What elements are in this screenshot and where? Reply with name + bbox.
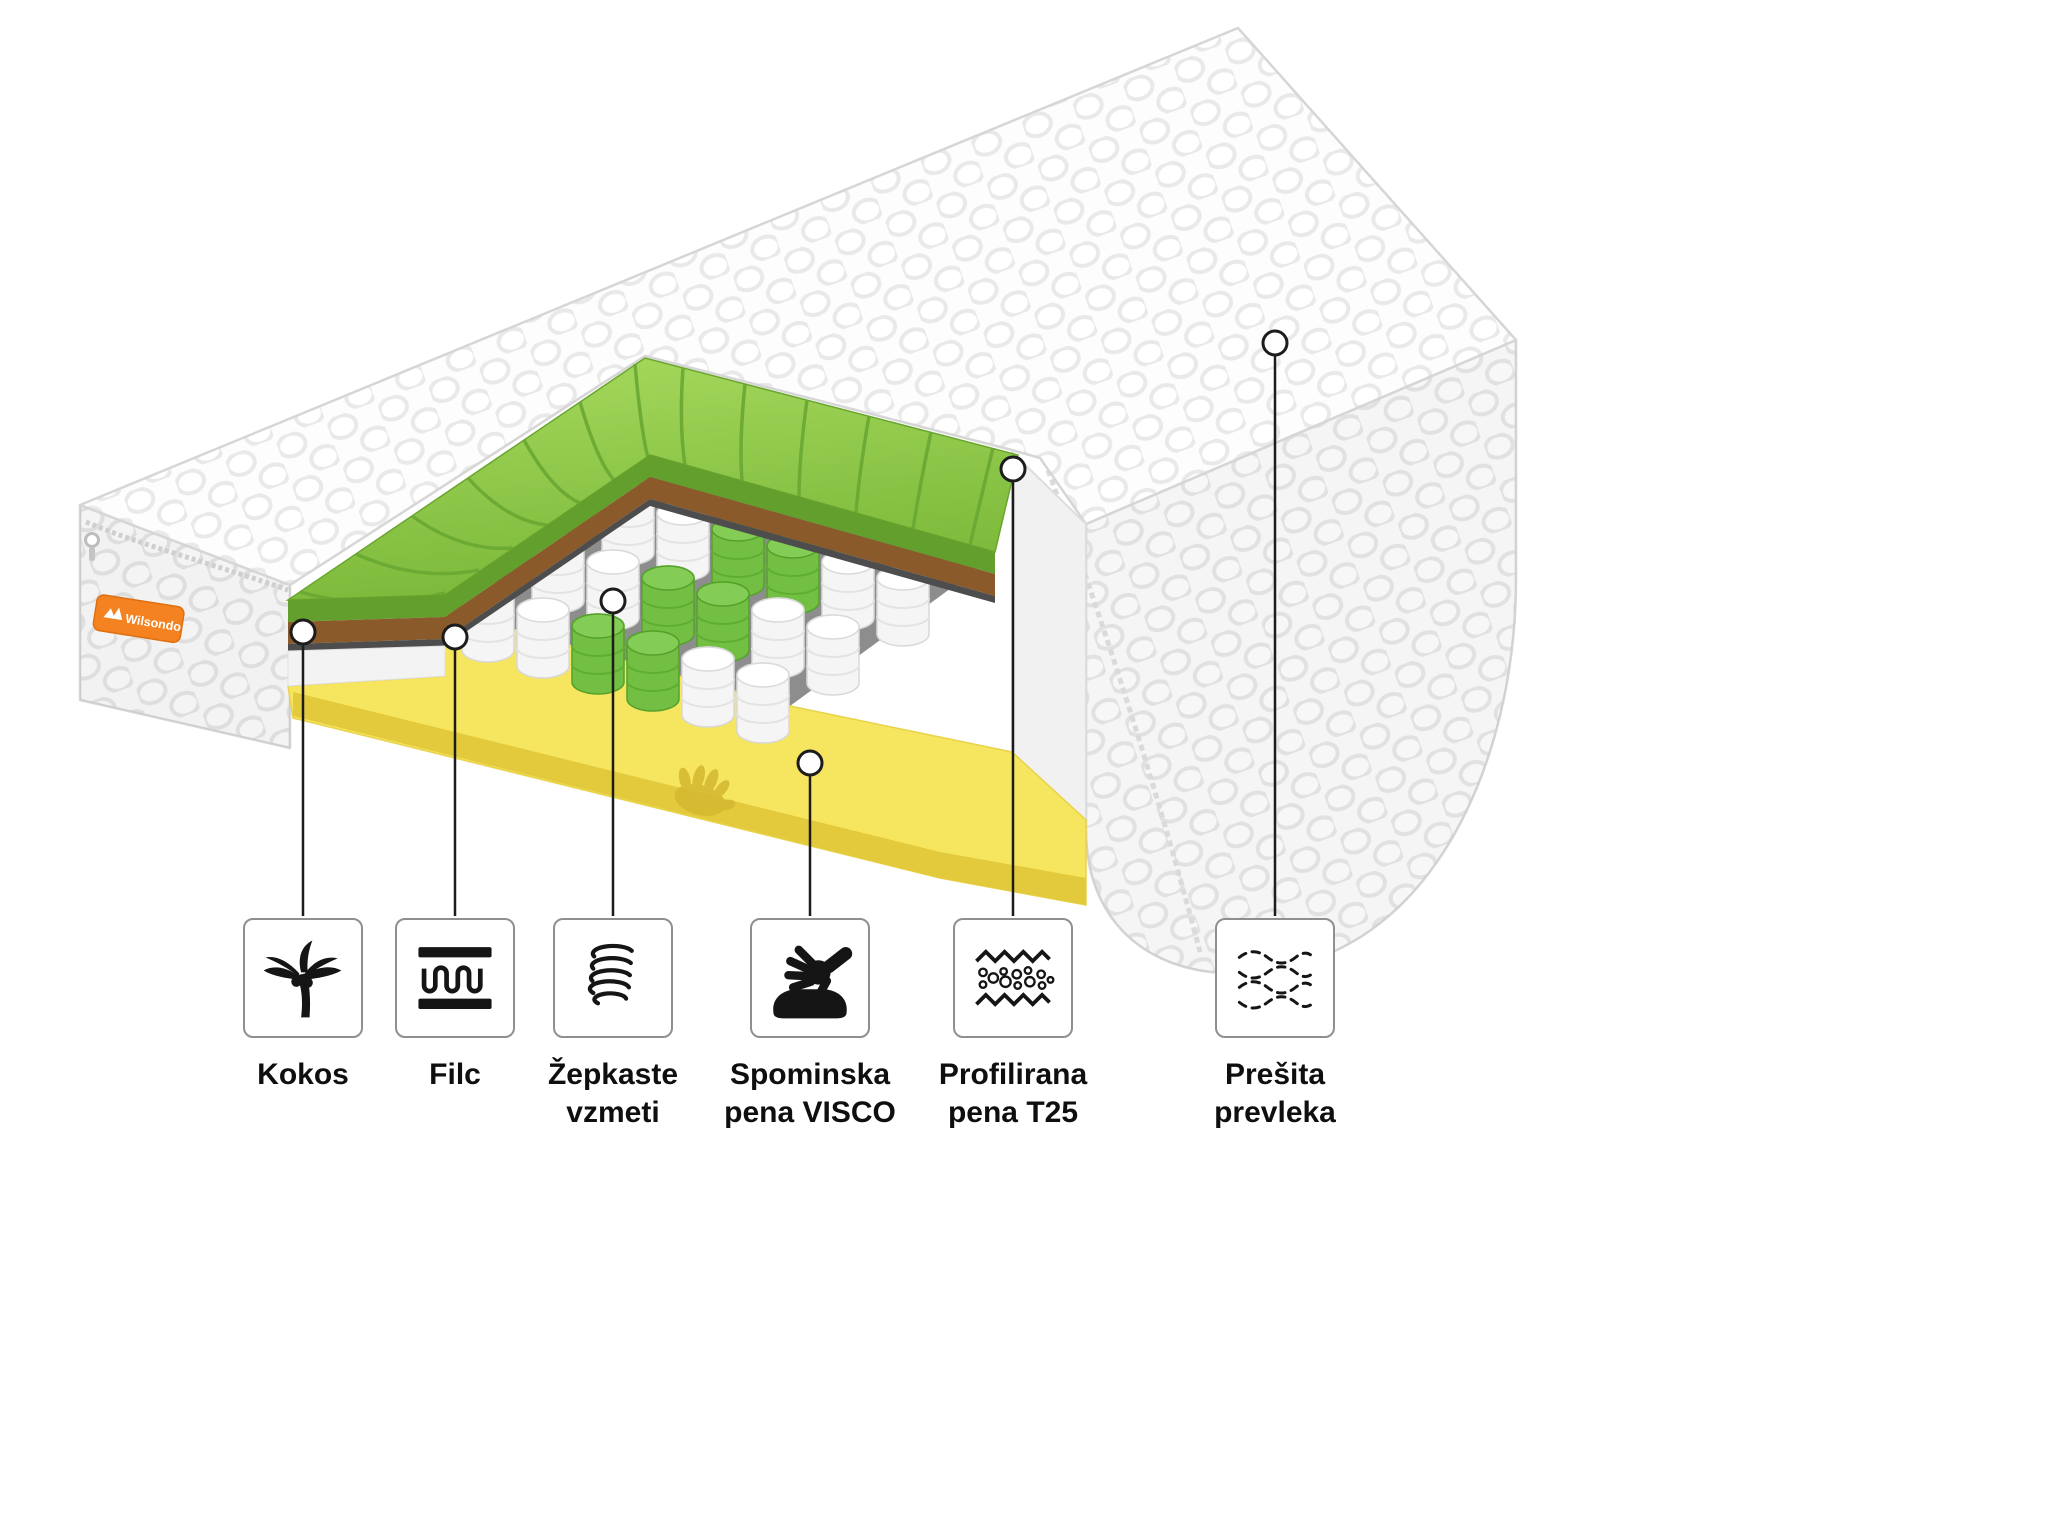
feature-box-vzmeti bbox=[553, 918, 673, 1038]
callout-marker-visco bbox=[796, 749, 824, 777]
brand-logo-icon bbox=[103, 607, 123, 621]
feature-box-prevleka bbox=[1215, 918, 1335, 1038]
feature-label-line: Spominska bbox=[729, 1058, 891, 1091]
felt-icon bbox=[418, 947, 492, 1009]
feature-label-line: Prešita bbox=[1224, 1058, 1326, 1091]
left-cut-face bbox=[287, 595, 446, 687]
feature-filc: Filc bbox=[305, 918, 605, 1094]
callout-marker-vzmeti bbox=[599, 587, 627, 615]
feature-label-t25: Profilirana pena T25 bbox=[939, 1056, 1087, 1133]
feature-label-line: Kokos bbox=[257, 1058, 349, 1091]
callout-marker-filc bbox=[441, 623, 469, 651]
brand-tag: Wilsondo bbox=[92, 594, 185, 644]
feature-label-line: vzmeti bbox=[566, 1096, 660, 1130]
feature-label-filc: Filc bbox=[429, 1056, 481, 1094]
coconut-layer-edge bbox=[445, 477, 995, 639]
feature-label-line: prevleka bbox=[1214, 1096, 1336, 1130]
feature-label-kokos: Kokos bbox=[257, 1056, 349, 1094]
feature-profilirana-pena: Profilirana pena T25 bbox=[863, 918, 1163, 1133]
callouts bbox=[289, 329, 1289, 916]
feature-label-vzmeti: Žepkaste vzmeti bbox=[548, 1056, 678, 1133]
foam-rail-cut bbox=[287, 645, 446, 687]
quilted-top-cover bbox=[78, 26, 1518, 587]
feature-label-prevleka: Prešita prevleka bbox=[1214, 1056, 1336, 1133]
callout-marker-prevleka bbox=[1261, 329, 1289, 357]
feature-label-line: Žepkaste bbox=[547, 1058, 679, 1091]
feature-label-line: pena T25 bbox=[947, 1096, 1079, 1130]
callout-marker-kokos bbox=[289, 618, 317, 646]
pocket-spring-icon bbox=[587, 943, 634, 1006]
feature-label-visco: Spominska pena VISCO bbox=[724, 1056, 896, 1133]
feature-label-line: pena VISCO bbox=[724, 1096, 896, 1130]
profiled-foam-icon bbox=[975, 949, 1055, 1007]
feature-box-visco bbox=[750, 918, 870, 1038]
feature-label-line: Profilirana bbox=[938, 1058, 1088, 1091]
palm-tree-icon bbox=[263, 940, 342, 1018]
feature-box-kokos bbox=[243, 918, 363, 1038]
felt-layer-left bbox=[288, 639, 445, 651]
feature-box-t25 bbox=[953, 918, 1073, 1038]
zipper bbox=[84, 519, 289, 593]
coconut-layer-left bbox=[288, 617, 445, 644]
feature-zepkaste-vzmeti: Žepkaste vzmeti bbox=[463, 918, 763, 1133]
callout-marker-t25 bbox=[999, 455, 1027, 483]
memory-foam-icon bbox=[773, 945, 853, 1019]
feature-kokos: Kokos bbox=[153, 918, 453, 1094]
feature-box-filc bbox=[395, 918, 515, 1038]
feature-presita-prevleka: Prešita prevleka bbox=[1125, 918, 1425, 1133]
feature-label-line: Filc bbox=[429, 1058, 481, 1091]
quilted-cover-icon bbox=[1237, 950, 1314, 1010]
memory-foam-base bbox=[287, 608, 1087, 906]
feature-spominska-pena: Spominska pena VISCO bbox=[660, 918, 960, 1133]
hand-imprint bbox=[674, 765, 736, 816]
